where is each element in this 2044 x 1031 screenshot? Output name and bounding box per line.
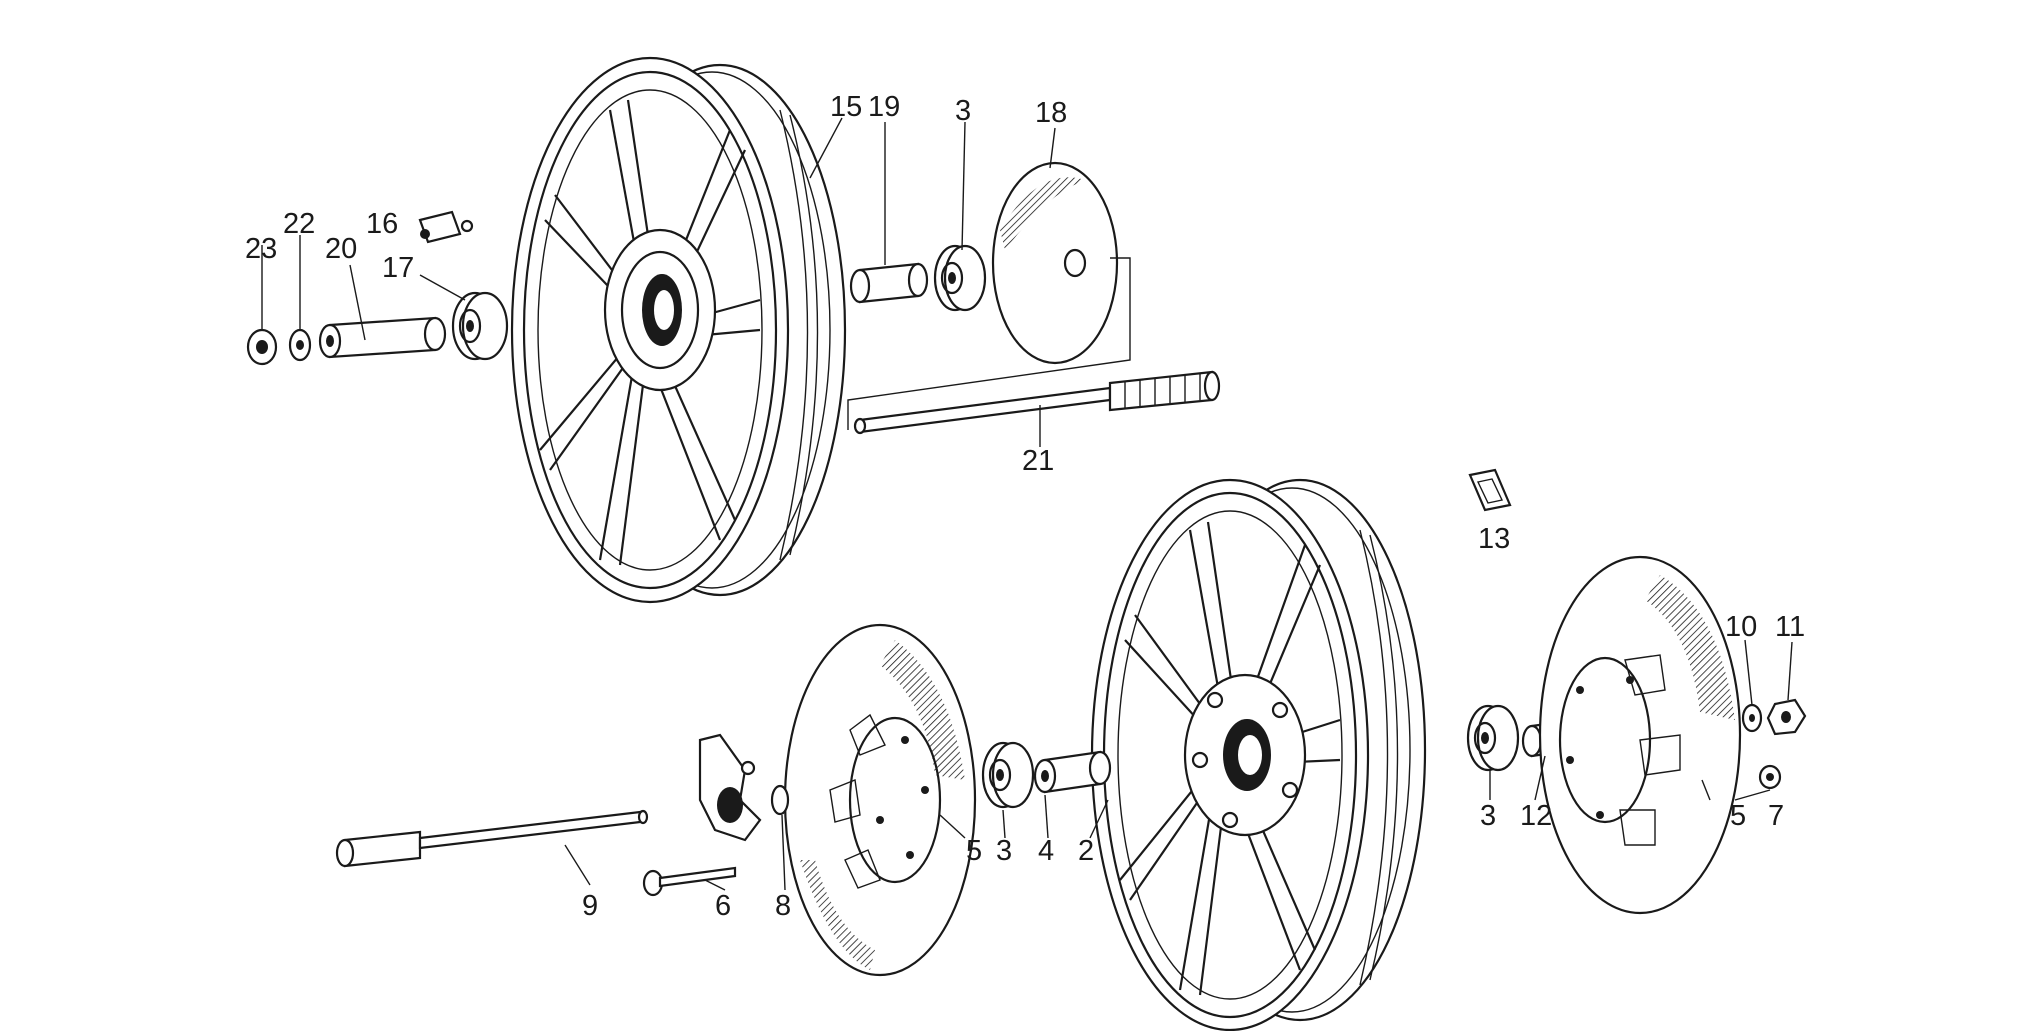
label-6: 6 [715, 890, 731, 922]
label-3-left: 3 [996, 835, 1012, 867]
label-18: 18 [1035, 97, 1067, 129]
label-5-right: 5 [1730, 800, 1746, 832]
label-20: 20 [325, 233, 357, 265]
brake-disc-5-left [783, 623, 977, 977]
part-labels: 15 19 3 18 22 16 23 20 17 21 13 10 11 5 … [245, 91, 1805, 922]
label-4: 4 [1038, 835, 1054, 867]
label-22: 22 [283, 208, 315, 240]
cover-18 [991, 161, 1119, 365]
label-7: 7 [1768, 800, 1784, 832]
spacer-4 [1033, 750, 1112, 794]
label-12: 12 [1520, 800, 1552, 832]
label-8: 8 [775, 890, 791, 922]
label-3-upper: 3 [955, 95, 971, 127]
label-9: 9 [582, 890, 598, 922]
rear-wheel-15 [510, 56, 847, 604]
washer-22 [288, 328, 312, 362]
label-15: 15 [830, 91, 862, 123]
label-16: 16 [366, 208, 398, 240]
axle-21 [853, 370, 1221, 435]
label-17: 17 [382, 252, 414, 284]
bearing-3-upper [933, 244, 987, 312]
washer-10 [1741, 703, 1763, 733]
label-13: 13 [1478, 523, 1510, 555]
nut-11 [1766, 698, 1807, 736]
label-2: 2 [1078, 835, 1094, 867]
brake-disc-5-right [1538, 555, 1742, 915]
axle-9 [335, 809, 649, 868]
plate-13 [1468, 468, 1512, 512]
leader-lines [261, 117, 1793, 891]
bearing-3-left [981, 741, 1035, 809]
front-wheel-2 [1090, 478, 1427, 1031]
bearing-3-right [1466, 704, 1520, 772]
spacer-20 [318, 316, 447, 359]
label-23: 23 [245, 233, 277, 265]
label-5-left: 5 [966, 835, 982, 867]
label-19: 19 [868, 91, 900, 123]
valve-16 [418, 210, 474, 244]
bearing-17 [451, 291, 509, 361]
label-21: 21 [1022, 445, 1054, 477]
spacer-19 [849, 262, 929, 304]
label-3-right: 3 [1480, 800, 1496, 832]
speedo-drive-8 [698, 733, 790, 842]
nut-7 [1758, 764, 1782, 790]
bolt-6 [642, 866, 737, 897]
nut-23 [246, 328, 278, 366]
label-10: 10 [1725, 611, 1757, 643]
label-11: 11 [1775, 611, 1805, 643]
